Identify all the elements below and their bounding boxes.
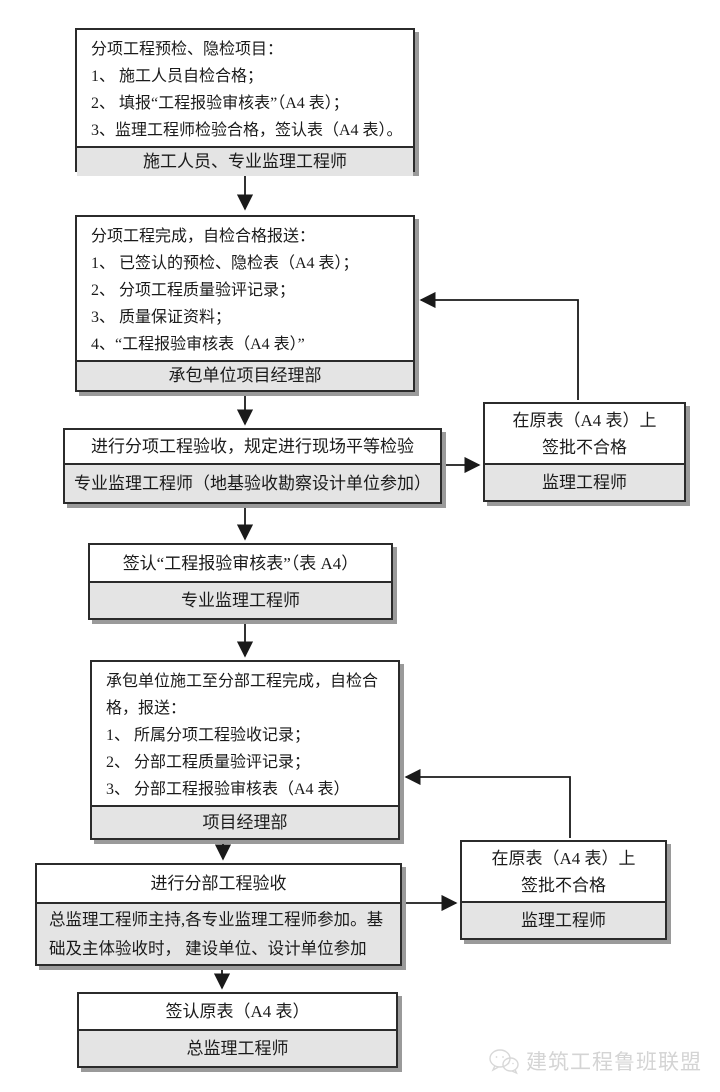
step-subdivision-complete-content: 承包单位施工至分部工程完成，自检合 格，报送： 1、 所属分项工程验收记录； 2… [92,662,398,805]
text-line: 1、 已签认的预检、隐检表（A4 表）； [91,255,359,272]
reject-sign-content: 在原表（A4 表）上 签批不合格 [462,842,665,901]
responsible-party-label: 专业监理工程师 [90,581,391,618]
watermark-text: 建筑工程鲁班联盟 [526,1051,702,1074]
reject-sign-box-1: 在原表（A4 表）上 签批不合格 监理工程师 [483,402,686,502]
text-line: 础及主体验收时， 建设单位、设计单位参加 [49,939,367,958]
responsible-party-label: 监理工程师 [462,901,665,938]
step-subitem-complete-content: 分项工程完成，自检合格报送： 1、 已签认的预检、隐检表（A4 表）； 2、 分… [77,217,413,360]
reject-sign-content: 在原表（A4 表）上 签批不合格 [485,404,684,463]
responsible-party-label: 总监理工程师主持,各专业监理工程师参加。基 础及主体验收时， 建设单位、设计单位… [37,902,400,964]
text-line: 1、 所属分项工程验收记录； [106,727,311,744]
step-pre-inspection-box: 分项工程预检、隐检项目： 1、 施工人员自检合格； 2、 填报“工程报验审核表”… [75,28,415,176]
watermark: 建筑工程鲁班联盟 [488,1046,702,1076]
responsible-party-label: 总监理工程师 [79,1029,396,1066]
responsible-party-label: 专业监理工程师（地基验收勘察设计单位参加） [65,463,440,502]
step-sign-original-form-title: 签认原表（A4 表） [165,1002,310,1021]
reject-sign-box-2: 在原表（A4 表）上 签批不合格 监理工程师 [460,840,667,940]
step-sign-review-form-box: 签认“工程报验审核表”（表 A4） 专业监理工程师 [88,543,393,620]
step-subitem-acceptance-title: 进行分项工程验收，规定进行现场平等检验 [91,437,414,456]
responsible-party-label: 施工人员、专业监理工程师 [77,146,413,176]
text-line: 2、 分项工程质量验评记录； [91,282,296,299]
text-line: 3、监理工程师检验合格，签认表（A4 表）。 [91,122,403,139]
responsible-party-label: 项目经理部 [92,805,398,838]
step-pre-inspection-content: 分项工程预检、隐检项目： 1、 施工人员自检合格； 2、 填报“工程报验审核表”… [77,30,413,146]
step-subdivision-acceptance-box: 进行分部工程验收 总监理工程师主持,各专业监理工程师参加。基 础及主体验收时， … [35,863,402,966]
text-line: 分项工程预检、隐检项目： [91,41,284,58]
text-line: 分项工程完成，自检合格报送： [91,228,316,245]
step-subitem-acceptance-box: 进行分项工程验收，规定进行现场平等检验 专业监理工程师（地基验收勘察设计单位参加… [63,428,442,504]
responsible-party-label: 监理工程师 [485,463,684,500]
text-line: 4、“工程报验审核表（A4 表）” [91,336,305,353]
text-line: 总监理工程师主持,各专业监理工程师参加。基 [49,910,384,929]
step-subdivision-acceptance-title: 进行分部工程验收 [150,874,287,893]
text-line: 签批不合格 [521,875,606,895]
arrow-reject1-feedback-to-box2 [419,291,579,400]
text-line: 格，报送： [106,700,187,717]
text-line: 1、 施工人员自检合格； [91,68,264,85]
text-line: 2、 分部工程质量验评记录； [106,754,311,771]
step-subdivision-complete-report-box: 承包单位施工至分部工程完成，自检合 格，报送： 1、 所属分项工程验收记录； 2… [90,660,400,840]
step-subitem-complete-report-box: 分项工程完成，自检合格报送： 1、 已签认的预检、隐检表（A4 表）； 2、 分… [75,215,415,392]
text-line: 3、 分部工程报验审核表（A4 表） [106,781,350,798]
wechat-icon [488,1048,520,1075]
arrow-reject2-feedback-to-box5 [404,768,571,838]
text-line: 签批不合格 [542,437,627,457]
step-sign-review-form-title: 签认“工程报验审核表”（表 A4） [122,553,359,573]
text-line: 2、 填报“工程报验审核表”（A4 表）； [91,95,349,112]
text-line: 承包单位施工至分部工程完成，自检合 [106,673,379,690]
responsible-party-label: 承包单位项目经理部 [77,360,413,390]
text-line: 在原表（A4 表）上 [491,848,636,868]
text-line: 3、 质量保证资料； [91,309,232,326]
text-line: 在原表（A4 表）上 [512,410,657,430]
step-sign-original-form-box: 签认原表（A4 表） 总监理工程师 [77,992,398,1068]
